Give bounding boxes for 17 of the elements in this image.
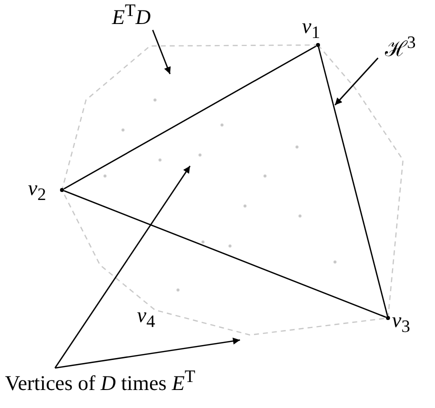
caption-text: Vertices of D times E$^{T}$	[5, 368, 196, 394]
vertex-point	[386, 316, 390, 320]
arrow	[54, 166, 191, 368]
vertex-label: v$_{4}$	[137, 305, 156, 331]
arrow	[334, 58, 378, 106]
triangle-side	[318, 46, 388, 316]
vertex-label: v$_{2}$	[28, 178, 46, 204]
set-label: ℋ$^{3}$	[385, 34, 416, 60]
vertex-label: v$_{1}$	[302, 16, 320, 42]
arrow	[152, 30, 171, 74]
vertex-point	[60, 188, 64, 192]
vertex-label: v$_{3}$	[392, 310, 410, 336]
vertex-point	[316, 43, 320, 47]
arrow	[54, 338, 240, 369]
triangle-side	[64, 46, 316, 190]
set-label: E$^{T}$D	[112, 2, 151, 28]
triangle-side	[64, 190, 386, 318]
